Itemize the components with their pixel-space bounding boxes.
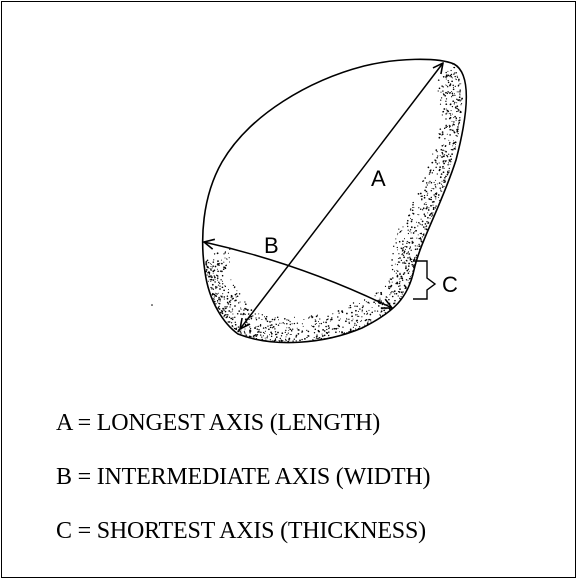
pebble-outline [203, 59, 467, 342]
stray-dot [151, 304, 153, 306]
axis-c-label: C [442, 272, 458, 297]
axis-a-arrow [240, 63, 443, 329]
pebble-stipple-shading [205, 63, 463, 344]
legend-item-a: A = LONGEST AXIS (LENGTH) [56, 407, 430, 461]
axis-b-label: B [264, 233, 279, 258]
axis-c-bracket [413, 261, 435, 299]
axis-legend: A = LONGEST AXIS (LENGTH) B = INTERMEDIA… [56, 407, 430, 569]
pebble-axes-diagram: A B C [2, 2, 577, 402]
legend-item-c: C = SHORTEST AXIS (THICKNESS) [56, 515, 430, 569]
axis-a-label: A [371, 166, 386, 191]
legend-item-b: B = INTERMEDIATE AXIS (WIDTH) [56, 461, 430, 515]
